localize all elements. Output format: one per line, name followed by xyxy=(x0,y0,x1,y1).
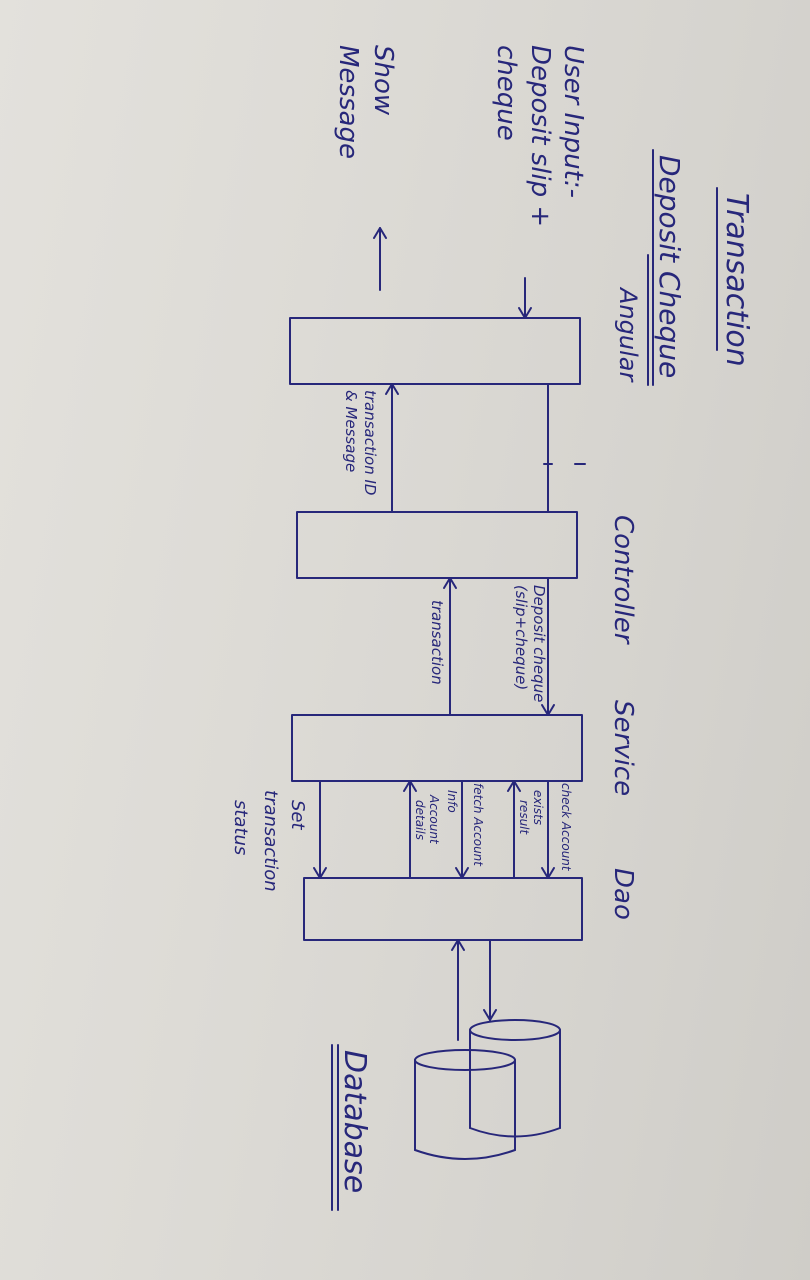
user-input-line2: Deposit slip + xyxy=(525,45,555,227)
check-account-label-line2: exists xyxy=(531,790,545,825)
participant-database: Database xyxy=(337,1050,372,1193)
deposit-cheque-label-line2: (slip+cheque) xyxy=(512,585,530,690)
database-icon xyxy=(414,1019,561,1160)
user-input-line3: cheque xyxy=(491,45,521,141)
angular-activation xyxy=(289,317,581,385)
fetch-account-label-line1: fetch Account xyxy=(471,783,485,867)
set-tx-label-line1: Set xyxy=(287,800,308,831)
check-account-label-line1: check Account xyxy=(559,783,573,872)
check-account-arrowhead xyxy=(541,867,555,879)
tx-id-label-line1: transaction ID xyxy=(361,390,379,495)
participant-controller: Controller xyxy=(608,515,638,646)
participant-dao: Dao xyxy=(608,868,638,920)
service-activation xyxy=(291,714,583,782)
transaction-label: transaction xyxy=(428,600,446,685)
diagram-subtitle: Deposit Cheque xyxy=(653,155,686,378)
tx-id-label-line2: & Message xyxy=(342,390,360,472)
transaction-return-arrowhead xyxy=(443,577,457,589)
tx-id-return-arrowhead xyxy=(385,383,399,395)
user-input-heading: User Input:- xyxy=(558,45,588,198)
diagram-title: Transaction xyxy=(719,193,754,367)
fetch-account-label-line3: Account xyxy=(427,794,441,845)
output-show: Show xyxy=(368,45,398,116)
account-details-arrowhead xyxy=(403,780,417,792)
dao-db-arrowhead xyxy=(483,1009,497,1021)
controller-activation xyxy=(296,511,578,579)
db-dao-arrowhead xyxy=(451,939,465,951)
output-arrowhead xyxy=(373,227,387,239)
deposit-cheque-label-line1: Deposit cheque xyxy=(530,585,548,702)
set-tx-arrowhead xyxy=(313,867,327,879)
participant-service: Service xyxy=(608,700,638,796)
participant-angular: Angular xyxy=(614,286,642,383)
fetch-account-label-line2: Info xyxy=(445,790,459,813)
set-tx-label-line2: transaction xyxy=(260,790,281,892)
check-account-label-line3: result xyxy=(517,800,531,836)
output-message: Message xyxy=(333,45,363,159)
dao-activation xyxy=(303,877,583,941)
check-result-arrowhead xyxy=(507,780,521,792)
deposit-cheque-arrowhead xyxy=(541,704,555,716)
fetch-account-label-line4: details xyxy=(413,800,427,840)
set-tx-label-line3: status xyxy=(230,800,251,855)
fetch-account-arrowhead xyxy=(455,867,469,879)
